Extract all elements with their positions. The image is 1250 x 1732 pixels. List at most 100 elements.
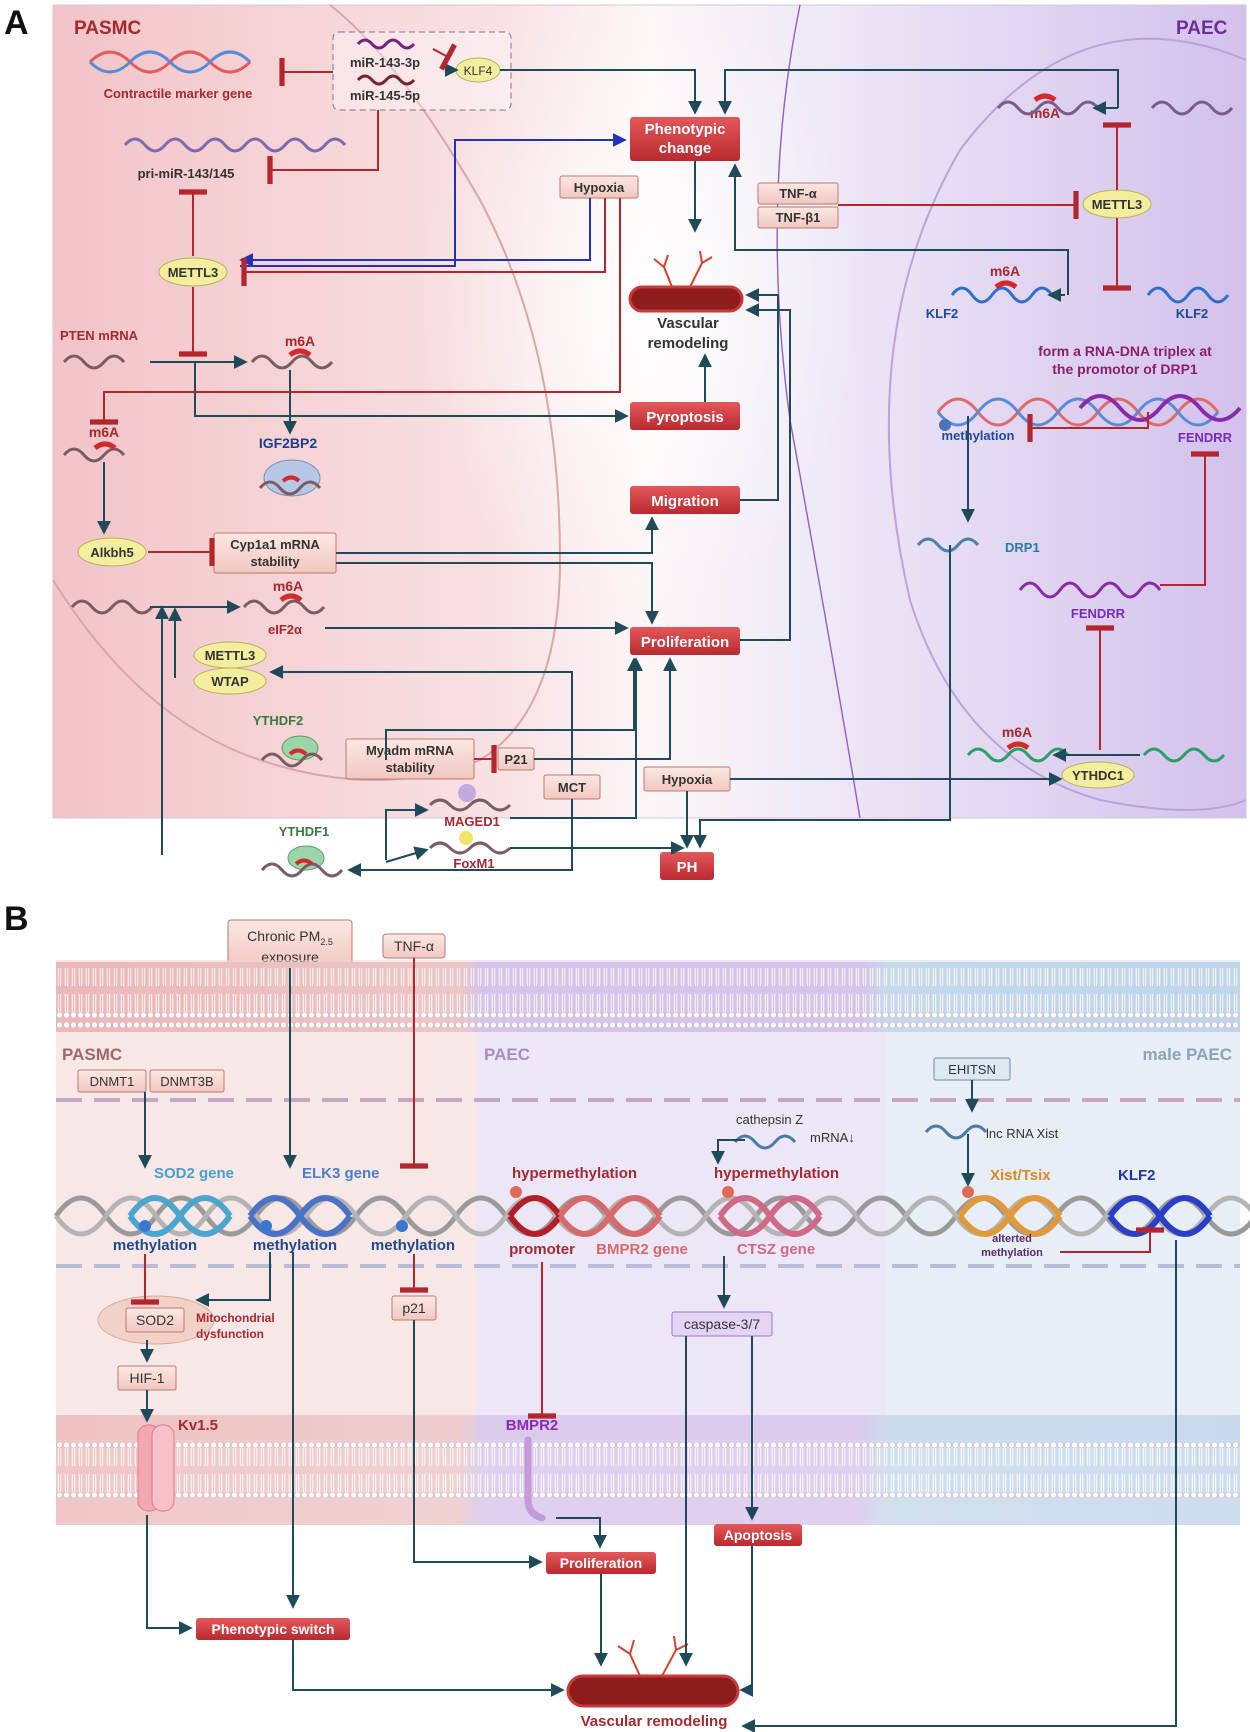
phenotypic-change-line2: change (659, 140, 712, 157)
klf2-m6a-strand (950, 286, 1054, 304)
ehitsn-label: EHITSN (948, 1062, 996, 1077)
contractile-dna-icon (88, 50, 252, 74)
methylation-label-elk3: methylation (253, 1237, 337, 1254)
sod2-box (125, 1307, 185, 1333)
proliferation-box-a (630, 627, 740, 655)
myadm-line1: Myadm mRNA (366, 743, 455, 758)
cyp1a1-line2: stability (250, 554, 300, 569)
panel-a-inhibition-arrows (90, 43, 1219, 773)
dnmt1-label: DNMT1 (90, 1074, 135, 1089)
klf4-label: KLF4 (464, 64, 493, 78)
pri-mir-strand (123, 137, 347, 153)
ythdf2-label: YTHDF2 (253, 713, 304, 728)
triplex-label-line2: the promotor of DRP1 (1052, 361, 1198, 377)
region-label-paec-b: PAEC (484, 1045, 530, 1064)
klf2-strand-right (1146, 286, 1230, 304)
mettl3-label-wtap: METTL3 (205, 648, 256, 663)
eif2a-source-strand (70, 599, 154, 615)
pyroptosis-box (630, 402, 740, 430)
altered-methylation-line2: methylation (981, 1247, 1043, 1259)
m6a-mark-ythdc1 (1006, 741, 1030, 751)
klf2-label-right: KLF2 (1176, 306, 1209, 321)
ythdf2-protein-icon (260, 735, 324, 768)
migration-label: Migration (651, 493, 719, 510)
vascular-remodeling-line2: remodeling (648, 335, 729, 352)
tnf-a-box (757, 182, 839, 205)
paec-nucleus (887, 37, 1247, 811)
mito-dysfunction-line1: Mitochondrial (196, 1311, 275, 1325)
mir145-strand (356, 74, 416, 86)
fendrr-strand (1018, 581, 1162, 599)
ythdc1-label: YTHDC1 (1072, 768, 1124, 783)
mir145-label: miR-145-5p (350, 88, 420, 103)
phenotypic-switch-label: Phenotypic switch (212, 1621, 335, 1637)
m6a-mark-eif2a (279, 593, 303, 603)
pyroptosis-label: Pyroptosis (646, 409, 724, 426)
mettl3-label-paec: METTL3 (1092, 197, 1143, 212)
drp1-label: DRP1 (1005, 540, 1040, 555)
triplex-label-line1: form a RNA-DNA triplex at (1038, 343, 1212, 359)
upper-membrane-lipids (56, 968, 1240, 1028)
methylation-label-drp1: methylation (942, 428, 1015, 443)
p21-label-b: p21 (402, 1300, 426, 1316)
m6a-label-ythdc1: m6A (1002, 724, 1032, 740)
panel-a-blue-arrows (239, 133, 627, 267)
cathepsin-mrna-strand (733, 1134, 797, 1150)
region-pasmc-label: PASMC (74, 18, 141, 39)
proliferation-label-a: Proliferation (641, 634, 729, 651)
klf2-gene-label: KLF2 (1118, 1167, 1156, 1184)
wtap-node (193, 667, 267, 695)
migration-box (630, 486, 740, 514)
cathepsin-label: cathepsin Z (736, 1112, 803, 1127)
maged1-label: MAGED1 (444, 814, 500, 829)
xist-tsix-label: Xist/Tsix (990, 1167, 1051, 1184)
maged1-icon (428, 784, 512, 812)
dnmt1-box (77, 1069, 147, 1093)
proliferation-label-b: Proliferation (560, 1555, 642, 1571)
apoptosis-box (714, 1524, 802, 1546)
klf2-label-left: KLF2 (926, 306, 959, 321)
p21-label-a: P21 (504, 752, 527, 767)
dnmt3b-label: DNMT3B (160, 1074, 213, 1089)
hif1-label: HIF-1 (130, 1370, 165, 1386)
phenotypic-switch-box (196, 1618, 350, 1640)
caspase-box (671, 1311, 773, 1337)
mirna-group-box (332, 31, 512, 111)
hypoxia-label-top: Hypoxia (574, 180, 625, 195)
vascular-remodeling-label-b: Vascular remodeling (581, 1713, 728, 1730)
alkbh5-label: Alkbh5 (90, 545, 133, 560)
phenotypic-change-box (630, 117, 740, 161)
hypermethylation-label-ctsz: hypermethylation (714, 1165, 839, 1182)
pten-strand (62, 354, 126, 370)
mettl3-label-pasmc: METTL3 (168, 265, 219, 280)
bmpr2-label: BMPR2 (506, 1417, 559, 1434)
panel-a-activation-arrows (97, 63, 1140, 877)
xist-strand (924, 1124, 988, 1140)
m6a-mark-left (93, 441, 117, 451)
sod2-label: SOD2 (136, 1312, 174, 1328)
tnf-b1-label: TNF-β1 (776, 210, 821, 225)
m6a-label-pten: m6A (285, 333, 315, 349)
vessel-icon-b (566, 1635, 740, 1708)
mir143-label: miR-143-3p (350, 55, 420, 70)
cathepsin-mrna-down: mRNA↓ (810, 1130, 855, 1145)
pm25-line1: Chronic PM2.5 (247, 928, 333, 947)
bmpr2-receptor-icon (524, 1436, 546, 1522)
mir143-strand (356, 38, 416, 50)
bmpr2-gene-label: BMPR2 gene (596, 1241, 688, 1258)
panel-b-letter: B (4, 900, 29, 938)
ythdf1-label: YTHDF1 (279, 824, 330, 839)
m6a-mark-klf2 (994, 280, 1018, 290)
methylation-label-p21: methylation (371, 1237, 455, 1254)
drp1-strand (916, 537, 980, 553)
kv15-label: Kv1.5 (178, 1417, 218, 1434)
m6a-label-eif2a: m6A (273, 578, 303, 594)
m6a-mark-paec-top (1033, 93, 1057, 103)
mct-label: MCT (558, 780, 586, 795)
hypermethylation-label-bmpr2: hypermethylation (512, 1165, 637, 1182)
ph-box (660, 852, 714, 880)
proliferation-box-b (546, 1552, 656, 1574)
dna-helix-b (53, 1186, 1250, 1237)
pasmc-nucleus (52, 4, 562, 781)
